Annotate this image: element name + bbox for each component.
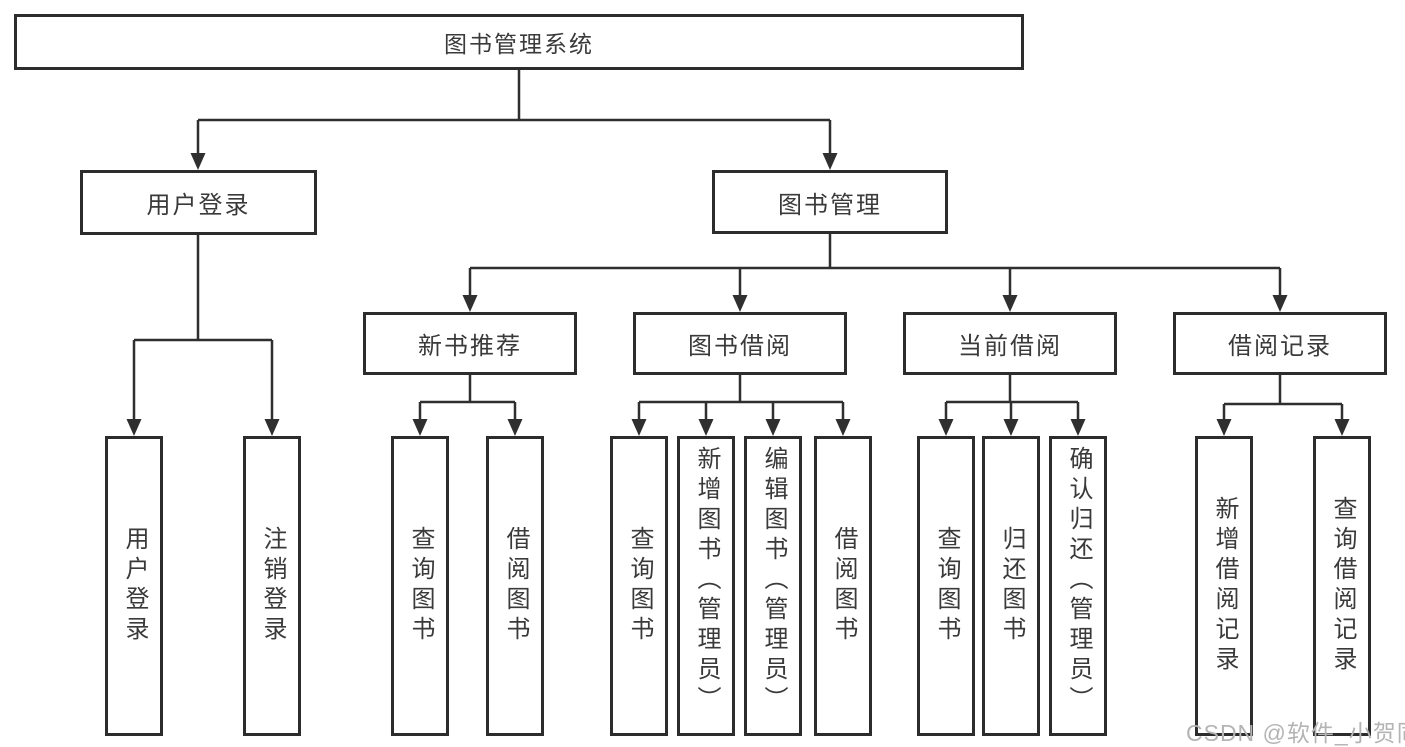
node-label: 借阅记录 <box>1228 333 1332 360</box>
node-label: 查询借阅记录 <box>1329 496 1356 676</box>
arrow-down-icon <box>1070 419 1086 436</box>
leaf-query-books-borrow: 查询图书 <box>610 436 668 736</box>
leaf-borrow-books-recommend: 借阅图书 <box>486 436 544 736</box>
leaf-query-books-recommend: 查询图书 <box>391 436 449 736</box>
node-label: 编辑图书（管理员） <box>760 446 787 716</box>
leaf-borrow-books: 借阅图书 <box>814 436 872 736</box>
node-label: 用户登录 <box>121 526 148 646</box>
arrow-down-icon <box>765 419 781 436</box>
node-label: 确认归还（管理员） <box>1065 446 1092 716</box>
node-label: 用户登录 <box>146 192 251 219</box>
connector-path <box>132 70 1344 422</box>
arrow-down-icon <box>507 419 523 436</box>
node-label: 查询图书 <box>626 526 653 646</box>
arrow-down-icon <box>1002 295 1018 312</box>
leaf-return-books: 归还图书 <box>982 436 1040 736</box>
arrow-down-icon <box>698 419 714 436</box>
arrow-down-icon <box>732 295 748 312</box>
arrow-down-icon <box>938 419 954 436</box>
arrow-down-icon <box>835 419 851 436</box>
node-label: 归还图书 <box>998 526 1025 646</box>
leaf-add-borrow-record: 新增借阅记录 <box>1195 436 1253 736</box>
arrow-down-icon <box>1334 419 1350 436</box>
node-label: 借阅图书 <box>502 526 529 646</box>
arrow-down-icon <box>822 153 838 170</box>
node-label: 查询图书 <box>933 526 960 646</box>
arrow-down-icon <box>190 153 206 170</box>
node-label: 图书管理 <box>778 191 882 219</box>
node-label: 新书推荐 <box>418 333 522 360</box>
arrow-down-icon <box>1272 295 1288 312</box>
node-new-book-recommend: 新书推荐 <box>363 312 577 375</box>
arrow-down-icon <box>631 419 647 436</box>
leaf-logout: 注销登录 <box>243 436 301 736</box>
node-library-management-system: 图书管理系统 <box>14 14 1024 70</box>
node-current-borrowing: 当前借阅 <box>903 312 1117 375</box>
arrow-down-icon <box>1003 419 1019 436</box>
node-label: 图书管理系统 <box>444 31 594 57</box>
node-user-login: 用户登录 <box>80 170 317 235</box>
node-book-management: 图书管理 <box>712 170 948 234</box>
leaf-edit-books-admin: 编辑图书（管理员） <box>744 436 802 736</box>
arrow-down-icon <box>462 295 478 312</box>
leaf-user-login: 用户登录 <box>105 436 163 736</box>
node-borrowing-records: 借阅记录 <box>1173 312 1387 375</box>
leaf-query-books-current: 查询图书 <box>917 436 975 736</box>
leaf-query-borrow-record: 查询借阅记录 <box>1313 436 1371 736</box>
node-label: 注销登录 <box>259 526 286 646</box>
leaf-add-books-admin: 新增图书（管理员） <box>677 436 735 736</box>
arrow-down-icon <box>126 419 142 436</box>
arrow-down-icon <box>1216 419 1232 436</box>
node-book-borrowing: 图书借阅 <box>633 312 847 375</box>
node-label: 图书借阅 <box>688 333 792 360</box>
node-label: 查询图书 <box>407 526 434 646</box>
node-label: 当前借阅 <box>958 333 1062 360</box>
node-label: 新增借阅记录 <box>1211 496 1238 676</box>
arrow-down-icon <box>412 419 428 436</box>
leaf-confirm-return-admin: 确认归还（管理员） <box>1049 436 1107 736</box>
csdn-watermark: CSDN @软件_小贺同学 <box>1186 720 1405 746</box>
node-label: 借阅图书 <box>830 526 857 646</box>
node-label: 新增图书（管理员） <box>693 446 720 716</box>
arrow-down-icon <box>264 419 280 436</box>
